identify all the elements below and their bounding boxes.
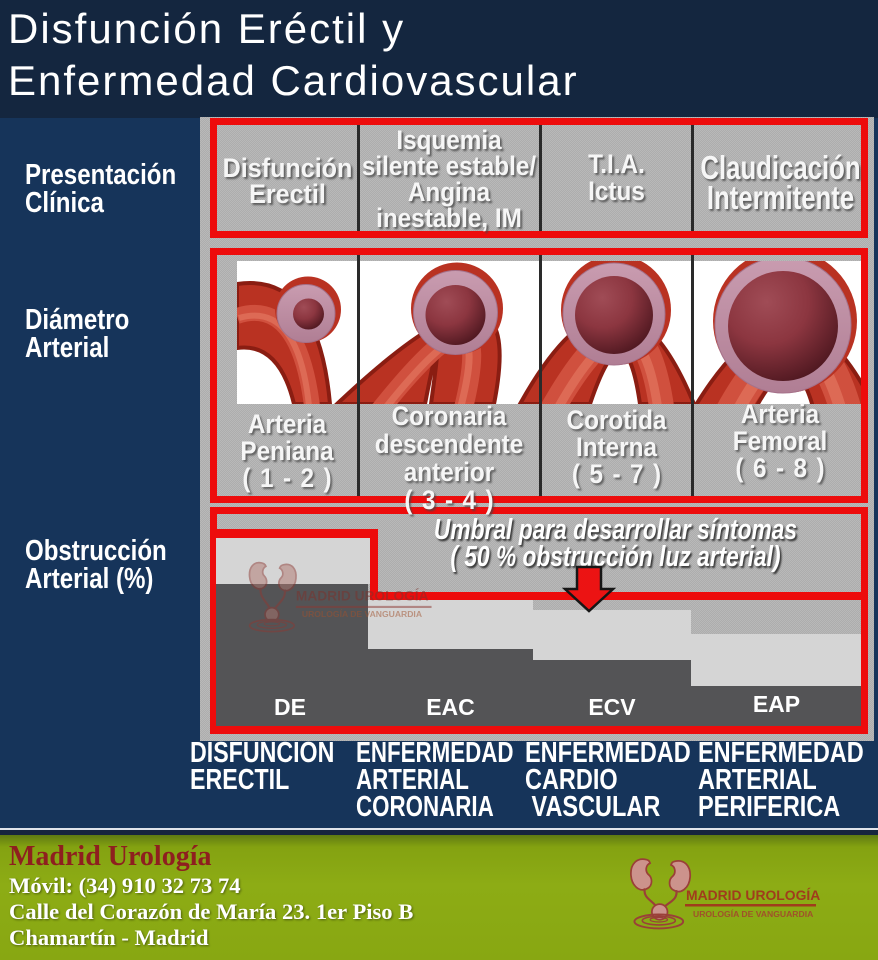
svg-text:UROLOGÍA DE VANGUARDIA: UROLOGÍA DE VANGUARDIA [302, 608, 422, 619]
svg-text:MADRID UROLOGÍA: MADRID UROLOGÍA [296, 588, 429, 604]
svg-text:MADRID UROLOGÍA: MADRID UROLOGÍA [686, 887, 820, 903]
svg-text:UROLOGÍA DE VANGUARDIA: UROLOGÍA DE VANGUARDIA [693, 909, 813, 919]
